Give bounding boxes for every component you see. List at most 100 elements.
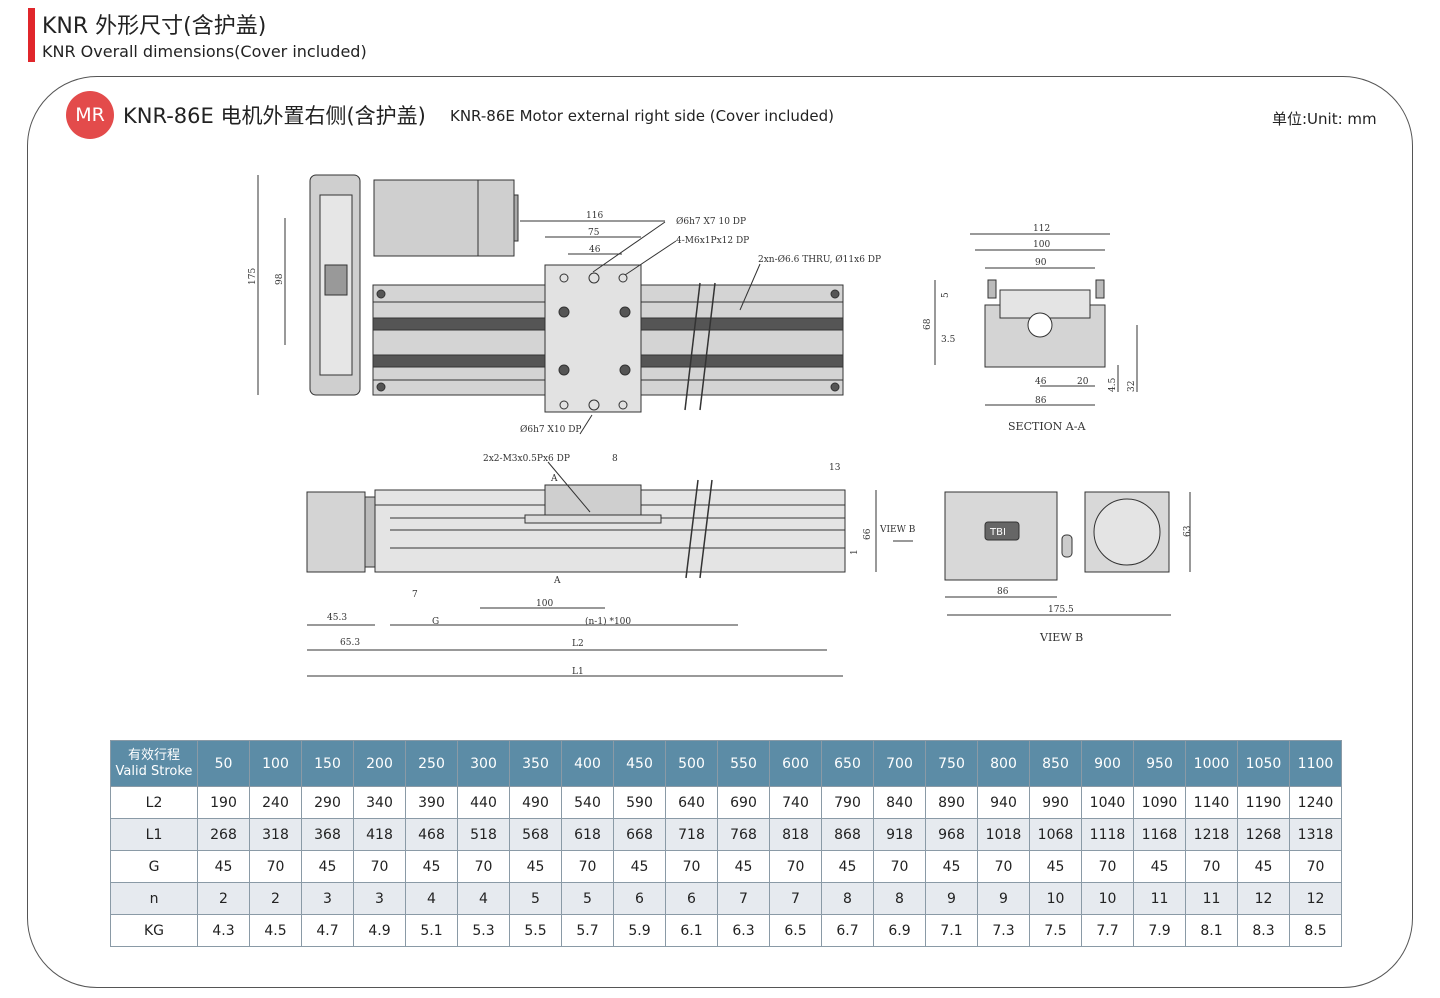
table-cell: 4.3 — [197, 914, 250, 947]
side-view — [306, 461, 913, 677]
dim-175: 175 — [248, 268, 258, 285]
table-cell: 940 — [977, 786, 1030, 819]
table-cell: 45 — [717, 850, 770, 883]
dim-175-5: 175.5 — [1048, 605, 1074, 615]
header-cn: 有效行程 — [127, 747, 180, 763]
dim-100-pitch: 100 — [536, 599, 553, 609]
dim-l2: L2 — [572, 639, 584, 649]
dim-86-sec: 86 — [1035, 396, 1047, 406]
stroke-header-cell: 350 — [509, 740, 562, 787]
dim-20: 20 — [1077, 377, 1089, 387]
row-label: G — [110, 850, 198, 883]
table-cell: 70 — [1185, 850, 1238, 883]
stroke-header-cell: 1050 — [1237, 740, 1290, 787]
table-cell: 6.7 — [821, 914, 874, 947]
table-cell: 45 — [1029, 850, 1082, 883]
unit-label: 单位:Unit: mm — [1272, 110, 1377, 128]
stroke-header-cell: 450 — [613, 740, 666, 787]
table-cell: 418 — [353, 818, 406, 851]
table-cell: 368 — [301, 818, 354, 851]
table-cell: 4 — [405, 882, 458, 915]
table-cell: 1068 — [1029, 818, 1082, 851]
note-thru-holes: 2xn-Ø6.6 THRU, Ø11x6 DP — [758, 254, 881, 265]
table-cell: 7.1 — [925, 914, 978, 947]
table-cell: 4.7 — [301, 914, 354, 947]
view-b — [944, 491, 1191, 616]
table-cell: 318 — [249, 818, 302, 851]
table-cell: 1140 — [1185, 786, 1238, 819]
dim-n-1-pitch: (n-1) *100 — [585, 616, 631, 627]
page-subtitle: KNR Overall dimensions(Cover included) — [42, 42, 367, 61]
note-m3-holes: 2x2-M3x0.5Px6 DP — [483, 454, 570, 464]
table-cell: 768 — [717, 818, 770, 851]
table-cell: 340 — [353, 786, 406, 819]
table-cell: 1168 — [1133, 818, 1186, 851]
table-cell: 5.9 — [613, 914, 666, 947]
table-cell: 690 — [717, 786, 770, 819]
table-cell: 11 — [1185, 882, 1238, 915]
table-cell: 540 — [561, 786, 614, 819]
table-header-label: 有效行程 Valid Stroke — [110, 740, 198, 787]
view-b-labels: TBI 63 86 175.5 VIEW B — [989, 525, 1193, 644]
table-cell: 9 — [925, 882, 978, 915]
table-cell: 70 — [249, 850, 302, 883]
table-cell: 8.3 — [1237, 914, 1290, 947]
table-cell: 190 — [197, 786, 250, 819]
dim-8: 8 — [612, 454, 618, 464]
table-cell: 5.5 — [509, 914, 562, 947]
table-cell: 7.5 — [1029, 914, 1082, 947]
table-cell: 12 — [1289, 882, 1342, 915]
dim-46-sec: 46 — [1035, 377, 1047, 387]
stroke-header-cell: 650 — [821, 740, 874, 787]
table-cell: 45 — [509, 850, 562, 883]
table-cell: 7.7 — [1081, 914, 1134, 947]
table-cell: 468 — [405, 818, 458, 851]
table-cell: 10 — [1081, 882, 1134, 915]
note-tapped-holes: 4-M6x1Px12 DP — [676, 236, 749, 246]
table-cell: 70 — [353, 850, 406, 883]
table-cell: 45 — [1133, 850, 1186, 883]
stroke-header-cell: 950 — [1133, 740, 1186, 787]
table-cell: 1090 — [1133, 786, 1186, 819]
table-cell: 70 — [977, 850, 1030, 883]
dim-g: G — [432, 617, 439, 627]
top-view — [257, 174, 844, 435]
header-accent-bar — [28, 8, 35, 62]
dim-98: 98 — [275, 273, 285, 285]
table-cell: 7.9 — [1133, 914, 1186, 947]
table-cell: 6.5 — [769, 914, 822, 947]
note-dowel-top: Ø6h7 X7 10 DP — [676, 216, 746, 227]
table-cell: 1268 — [1237, 818, 1290, 851]
content-card — [27, 76, 1413, 988]
dim-75: 75 — [588, 228, 600, 238]
table-cell: 6.3 — [717, 914, 770, 947]
top-view-labels: 116 75 46 175 98 Ø6h7 X7 10 DP 4-M6x1Px1… — [248, 211, 881, 435]
table-cell: 640 — [665, 786, 718, 819]
table-cell: 290 — [301, 786, 354, 819]
table-cell: 490 — [509, 786, 562, 819]
table-cell: 990 — [1029, 786, 1082, 819]
row-label: KG — [110, 914, 198, 947]
stroke-header-cell: 200 — [353, 740, 406, 787]
table-cell: 6.9 — [873, 914, 926, 947]
table-cell: 6 — [613, 882, 666, 915]
table-cell: 790 — [821, 786, 874, 819]
table-cell: 7 — [717, 882, 770, 915]
section-aa-labels: 112 100 90 5 68 3.5 46 20 86 4.5 32 SECT… — [923, 224, 1137, 433]
table-cell: 1318 — [1289, 818, 1342, 851]
table-cell: 740 — [769, 786, 822, 819]
table-cell: 45 — [821, 850, 874, 883]
table-cell: 4.9 — [353, 914, 406, 947]
section-title: KNR-86E 电机外置右侧(含护盖) — [123, 104, 426, 128]
table-cell: 70 — [561, 850, 614, 883]
table-cell: 568 — [509, 818, 562, 851]
page-title: KNR 外形尺寸(含护盖) — [42, 14, 267, 39]
dim-1: 1 — [850, 549, 860, 555]
table-cell: 668 — [613, 818, 666, 851]
table-cell: 6.1 — [665, 914, 718, 947]
table-cell: 8 — [821, 882, 874, 915]
